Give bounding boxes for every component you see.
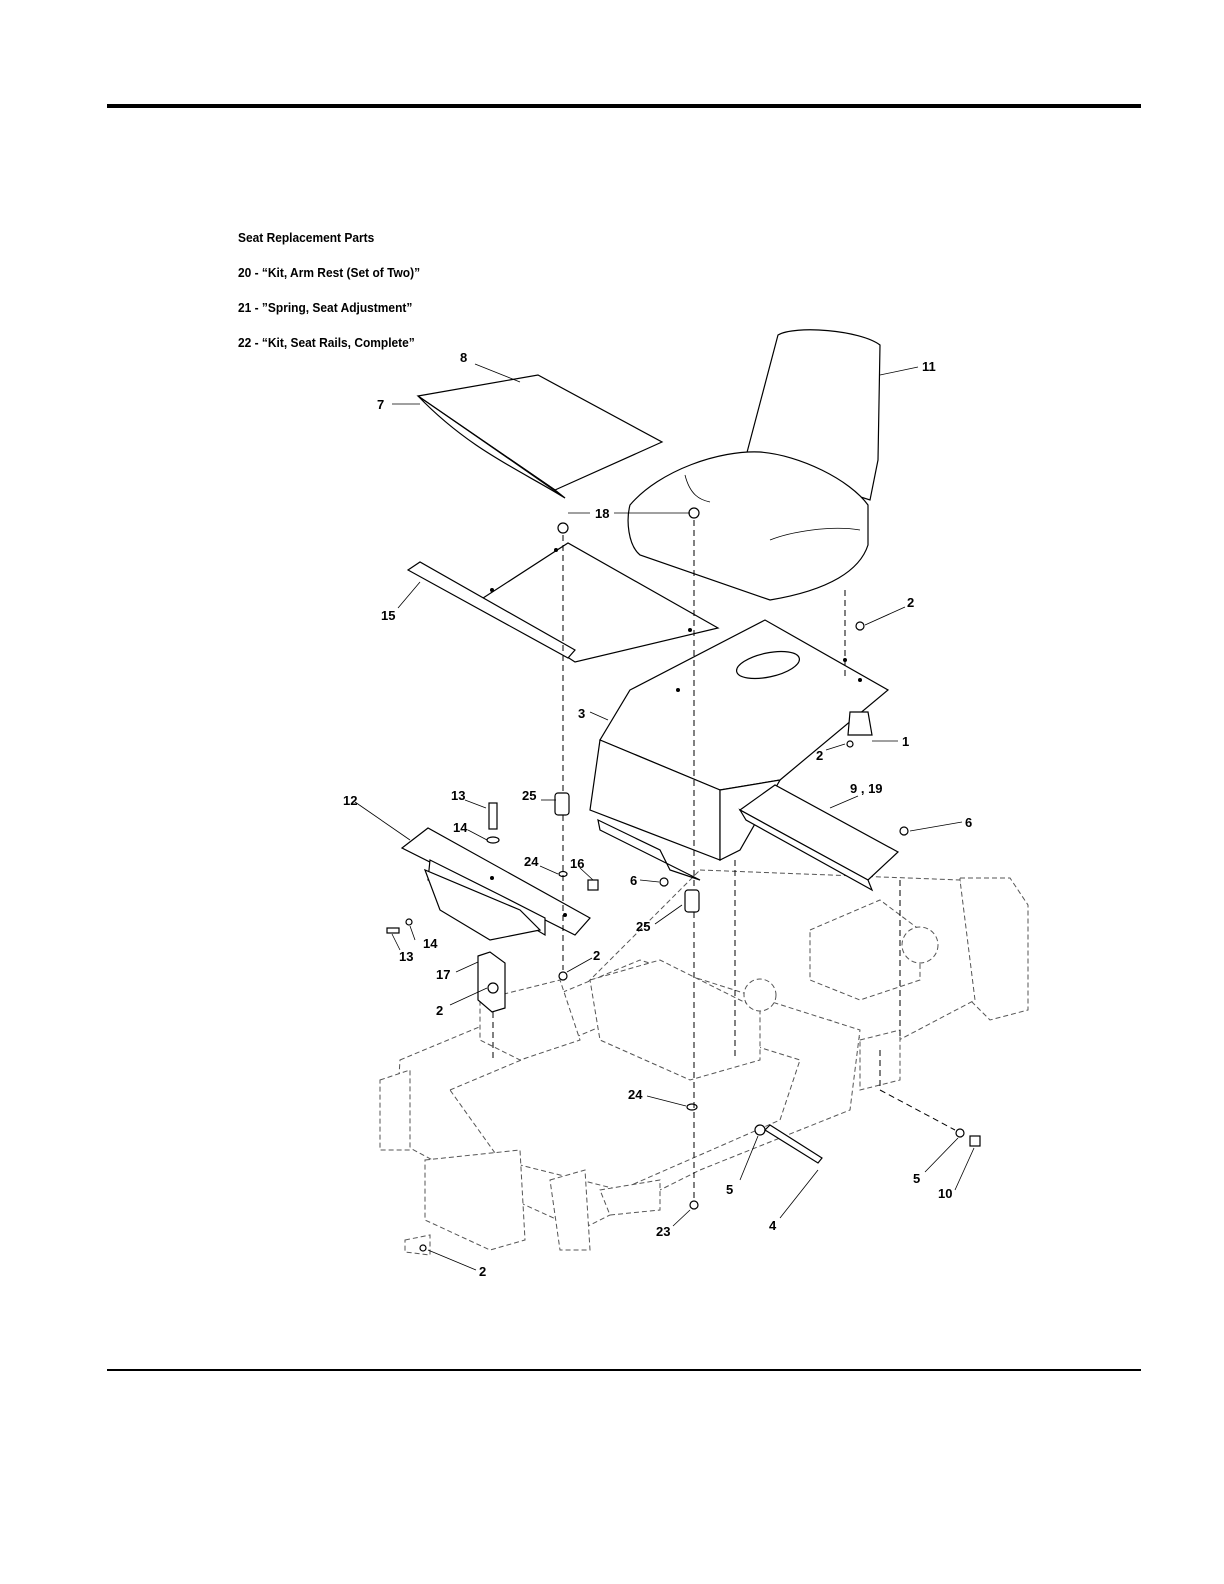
part-14-washer-lower xyxy=(406,919,412,925)
callout-16: 16 xyxy=(570,856,584,871)
callout-7: 7 xyxy=(377,397,384,412)
callout-9-19: 9 , 19 xyxy=(850,781,883,796)
part-13-bolt-lower xyxy=(387,928,399,933)
part-23-nut xyxy=(690,1201,698,1209)
callout-3: 3 xyxy=(578,706,585,721)
part-1-bumper xyxy=(848,712,872,735)
callout-24a: 24 xyxy=(524,854,539,869)
part-2-nut-b xyxy=(847,741,853,747)
part-18-nut-left xyxy=(558,523,568,533)
callout-24b: 24 xyxy=(628,1087,643,1102)
callout-12: 12 xyxy=(343,793,357,808)
part-10-bolt xyxy=(970,1136,980,1146)
callout-6b: 6 xyxy=(630,873,637,888)
part-24-washer-lower xyxy=(687,1104,697,1110)
part-6-nut-lower xyxy=(660,878,668,886)
callout-13b: 13 xyxy=(399,949,413,964)
part-17-plate xyxy=(478,952,505,1012)
callout-2e: 2 xyxy=(479,1264,486,1279)
part-5-washer-b xyxy=(956,1129,964,1137)
part-2-nut-c xyxy=(559,972,567,980)
callout-10: 10 xyxy=(938,1186,952,1201)
part-2-nut-a xyxy=(856,622,864,630)
part-16-clip xyxy=(588,880,598,890)
part-2-nut-e xyxy=(420,1245,426,1251)
part-25-spacer-upper xyxy=(555,793,569,815)
callout-14b: 14 xyxy=(423,936,438,951)
part-14-washer-upper xyxy=(487,837,499,843)
part-13-bolt-upper xyxy=(489,803,497,829)
part-8-pad xyxy=(418,375,662,490)
callout-5b: 5 xyxy=(913,1171,920,1186)
callout-14a: 14 xyxy=(453,820,468,835)
callout-25b: 25 xyxy=(636,919,650,934)
callout-23: 23 xyxy=(656,1224,670,1239)
callout-5a: 5 xyxy=(726,1182,733,1197)
callout-2c: 2 xyxy=(593,948,600,963)
callout-8: 8 xyxy=(460,350,467,365)
callout-1: 1 xyxy=(902,734,909,749)
part-18-nut-right xyxy=(689,508,699,518)
callout-13a: 13 xyxy=(451,788,465,803)
callout-18: 18 xyxy=(595,506,609,521)
part-5-washer-a xyxy=(755,1125,765,1135)
part-11-seat xyxy=(628,330,880,600)
callout-2d: 2 xyxy=(436,1003,443,1018)
part-25-spacer-lower xyxy=(685,890,699,912)
callout-2a: 2 xyxy=(907,595,914,610)
callout-17: 17 xyxy=(436,967,450,982)
part-12-bracket xyxy=(402,828,590,940)
part-6-nut-upper xyxy=(900,827,908,835)
callout-11: 11 xyxy=(922,359,936,374)
callout-6a: 6 xyxy=(965,815,972,830)
callout-4: 4 xyxy=(769,1218,777,1233)
callout-15: 15 xyxy=(381,608,395,623)
callout-25a: 25 xyxy=(522,788,536,803)
callout-2b: 2 xyxy=(816,748,823,763)
